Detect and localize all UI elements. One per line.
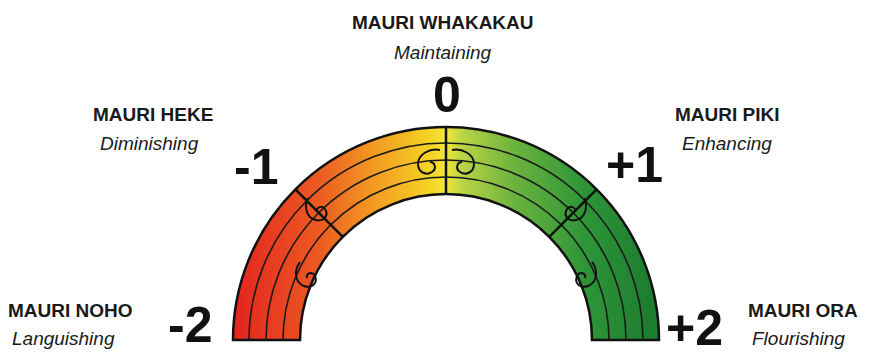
level-title: MAURI PIKI <box>675 104 780 126</box>
scale-number: 0 <box>433 70 461 120</box>
level-title: MAURI ORA <box>748 300 858 322</box>
level-subtitle: Enhancing <box>682 133 772 155</box>
gauge-arc <box>233 127 659 340</box>
gauge-dividers <box>295 127 596 237</box>
scale-number: +1 <box>606 140 663 190</box>
scale-number: -1 <box>234 142 278 192</box>
level-title: MAURI NOHO <box>8 300 133 322</box>
level-subtitle: Diminishing <box>100 133 198 155</box>
level-subtitle: Languishing <box>12 328 114 350</box>
level-title: MAURI HEKE <box>93 104 213 126</box>
scale-number: -2 <box>168 300 212 350</box>
scale-number: +2 <box>666 303 723 353</box>
koru-scrolls <box>296 150 596 287</box>
level-title: MAURI WHAKAKAU <box>352 12 534 34</box>
level-subtitle: Flourishing <box>752 328 845 350</box>
level-subtitle: Maintaining <box>394 42 491 64</box>
